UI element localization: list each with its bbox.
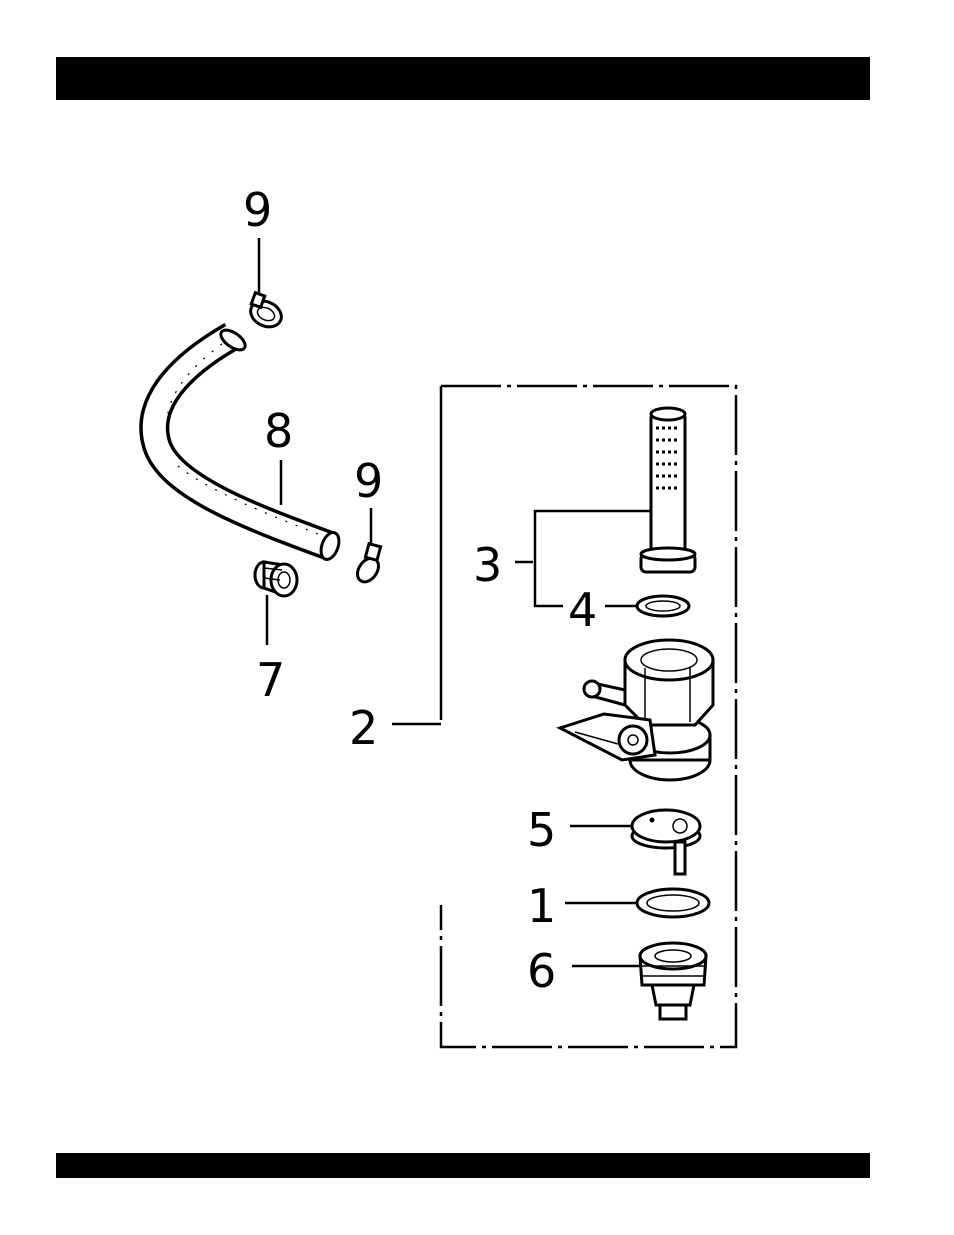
hose-clamp-right <box>353 544 383 586</box>
callout-6: 6 <box>527 944 556 998</box>
callout-7: 7 <box>256 653 285 707</box>
fuel-cock-body <box>560 640 713 780</box>
callout-2: 2 <box>349 701 378 755</box>
callout-labels: 9 8 9 7 2 3 4 5 1 6 <box>243 183 597 998</box>
callout-4: 4 <box>568 583 597 637</box>
fuel-hose <box>154 326 342 562</box>
o-ring-large <box>637 889 709 917</box>
grommet <box>255 562 297 596</box>
valve-disc <box>632 810 700 874</box>
callout-9-top: 9 <box>243 183 272 237</box>
footer-bar <box>56 1153 870 1178</box>
callout-1: 1 <box>527 879 556 933</box>
callout-5: 5 <box>527 803 556 857</box>
callout-9-right: 9 <box>354 454 383 508</box>
fuel-cup <box>640 943 706 1019</box>
callout-8: 8 <box>264 404 293 458</box>
hose-clamp-top <box>246 293 285 332</box>
fuel-strainer <box>641 408 695 572</box>
o-ring-small <box>637 596 689 616</box>
callout-3: 3 <box>473 538 502 592</box>
